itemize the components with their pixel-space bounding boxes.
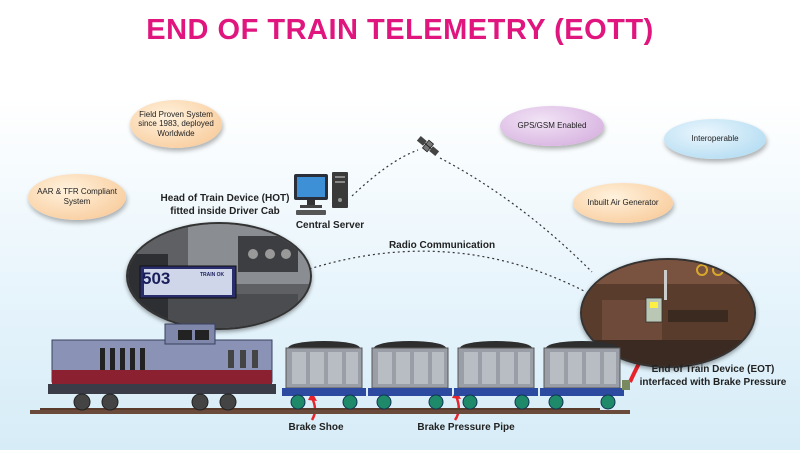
wagon-3	[454, 341, 538, 410]
brake-pipe-label: Brake Pressure Pipe	[417, 422, 515, 433]
bubble-interoperable: Interoperable	[664, 119, 766, 159]
eot-label-line2: interfaced with Brake Pressure	[639, 376, 787, 388]
cab-interior	[128, 224, 310, 328]
hot-label-line1: Head of Train Device (HOT)	[160, 193, 290, 204]
bubble-gps-gsm: GPS/GSM Enabled	[500, 106, 604, 146]
computer-icon	[294, 172, 348, 215]
rail-track	[30, 410, 630, 414]
wagon-2	[368, 341, 452, 410]
satellite-icon	[416, 135, 440, 157]
hot-display-tag: TRAIN OK	[200, 272, 225, 278]
hot-label-line2: fitted inside Driver Cab	[170, 205, 280, 217]
hot-label: Head of Train Device (HOT) fitted inside…	[150, 193, 300, 218]
bubble-aar-tfr: AAR & TFR Compliant System	[28, 174, 126, 220]
eot-label-line1: End of Train Device (EOT)	[651, 364, 775, 375]
bubble-air-generator: Inbuilt Air Generator	[573, 183, 673, 223]
rail-sleepers	[40, 408, 600, 410]
wagon-1	[282, 341, 366, 410]
page-title: END OF TRAIN TELEMETRY (EOTT)	[146, 14, 654, 46]
wagon-4	[540, 341, 630, 410]
eot-label: End of Train Device (EOT) interfaced wit…	[628, 364, 798, 389]
central-server-label: Central Server	[295, 220, 365, 231]
brake-shoe-label: Brake Shoe	[288, 422, 344, 433]
locomotive	[48, 323, 276, 411]
hot-cab-photo	[126, 222, 312, 330]
radio-communication-label: Radio Communication	[388, 240, 496, 251]
hot-display-value: 503	[142, 269, 171, 288]
bubble-field-proven: Field Proven System since 1983, deployed…	[130, 100, 222, 148]
train-illustration	[30, 323, 630, 414]
